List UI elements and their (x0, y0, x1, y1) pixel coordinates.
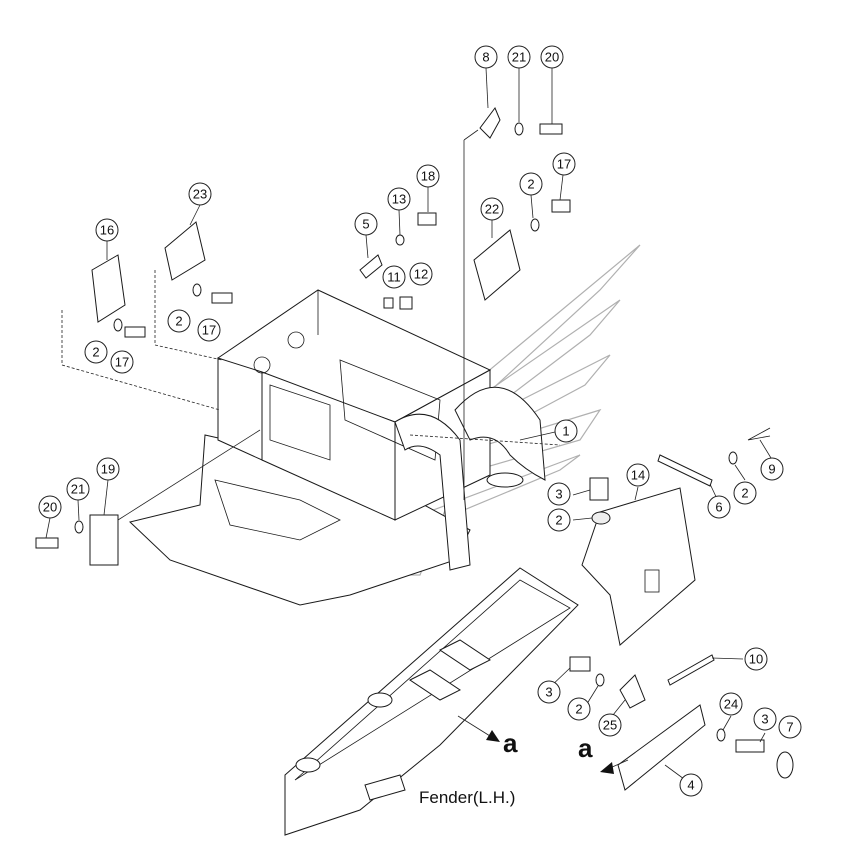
callout-14: 14 (626, 463, 650, 487)
lower-fender-plate (284, 567, 579, 836)
svg-text:16: 16 (100, 223, 114, 238)
svg-text:7: 7 (786, 720, 793, 735)
svg-text:2: 2 (741, 486, 748, 501)
svg-text:14: 14 (631, 468, 645, 483)
callout-16: 16 (95, 218, 119, 242)
svg-text:21: 21 (71, 482, 85, 497)
callout-21: 21 (66, 477, 90, 501)
svg-text:22: 22 (485, 202, 499, 217)
view-marker-a-2: a (578, 733, 593, 763)
bracket-4 (617, 704, 706, 791)
callout-18: 18 (416, 164, 440, 188)
svg-text:10: 10 (749, 652, 763, 667)
svg-text:21: 21 (512, 50, 526, 65)
callout-17: 17 (197, 318, 221, 342)
svg-text:17: 17 (557, 157, 571, 172)
svg-text:3: 3 (555, 487, 562, 502)
svg-text:2: 2 (175, 314, 182, 329)
svg-text:8: 8 (482, 50, 489, 65)
callout-23: 23 (188, 182, 212, 206)
svg-text:17: 17 (115, 355, 129, 370)
svg-text:12: 12 (414, 267, 428, 282)
bar-6 (657, 454, 713, 487)
cover-plate-23 (164, 221, 206, 281)
callout-3: 3 (537, 680, 561, 704)
diagram-caption: Fender(L.H.) (419, 788, 515, 807)
callout-4: 4 (679, 773, 703, 797)
clip-5 (359, 254, 383, 279)
svg-text:3: 3 (761, 712, 768, 727)
hinge-8 (479, 107, 501, 139)
svg-text:6: 6 (715, 500, 722, 515)
callout-17: 17 (110, 350, 134, 374)
svg-text:25: 25 (603, 718, 617, 733)
callout-25: 25 (598, 713, 622, 737)
callout-24: 24 (719, 692, 743, 716)
callout-5: 5 (354, 212, 378, 236)
svg-text:9: 9 (768, 462, 775, 477)
reference-lines (61, 270, 561, 521)
callout-2: 2 (167, 309, 191, 333)
side-panel-14 (581, 487, 696, 646)
svg-text:23: 23 (193, 187, 207, 202)
callout-19: 19 (96, 457, 120, 481)
callout-3: 3 (547, 482, 571, 506)
callout-2: 2 (567, 697, 591, 721)
svg-text:19: 19 (101, 462, 115, 477)
svg-text:2: 2 (575, 702, 582, 717)
cover-plate-16 (91, 254, 126, 323)
callout-22: 22 (480, 197, 504, 221)
callout-11: 11 (382, 265, 406, 289)
svg-text:1: 1 (562, 424, 569, 439)
callout-7: 7 (778, 715, 802, 739)
callout-20: 20 (38, 495, 62, 519)
latch-25 (619, 674, 646, 709)
svg-text:5: 5 (362, 217, 369, 232)
svg-text:13: 13 (392, 192, 406, 207)
svg-text:20: 20 (43, 500, 57, 515)
callout-2: 2 (733, 481, 757, 505)
callout-2: 2 (519, 172, 543, 196)
callout-12: 12 (409, 262, 433, 286)
callout-2: 2 (547, 508, 571, 532)
svg-text:2: 2 (92, 345, 99, 360)
svg-text:18: 18 (421, 169, 435, 184)
svg-text:20: 20 (545, 50, 559, 65)
callout-13: 13 (387, 187, 411, 211)
callout-6: 6 (707, 495, 731, 519)
callout-9: 9 (760, 457, 784, 481)
svg-text:24: 24 (724, 697, 738, 712)
cab-frame-part-1 (216, 289, 546, 571)
callout-3: 3 (753, 707, 777, 731)
callout-2: 2 (84, 340, 108, 364)
callout-20: 20 (540, 45, 564, 69)
svg-text:17: 17 (202, 323, 216, 338)
svg-text:4: 4 (687, 778, 694, 793)
svg-text:3: 3 (545, 685, 552, 700)
callout-10: 10 (744, 647, 768, 671)
callout-8: 8 (474, 45, 498, 69)
fasteners (35, 122, 794, 779)
callout-1: 1 (554, 419, 578, 443)
cover-plate-19 (89, 514, 119, 566)
view-arrows (457, 715, 629, 774)
bar-10 (667, 654, 715, 686)
svg-text:11: 11 (387, 270, 401, 285)
callout-17: 17 (552, 152, 576, 176)
cover-plate-22 (473, 229, 521, 301)
callout-21: 21 (507, 45, 531, 69)
svg-text:2: 2 (555, 513, 562, 528)
view-marker-a-1: a (503, 728, 518, 758)
svg-text:2: 2 (527, 177, 534, 192)
